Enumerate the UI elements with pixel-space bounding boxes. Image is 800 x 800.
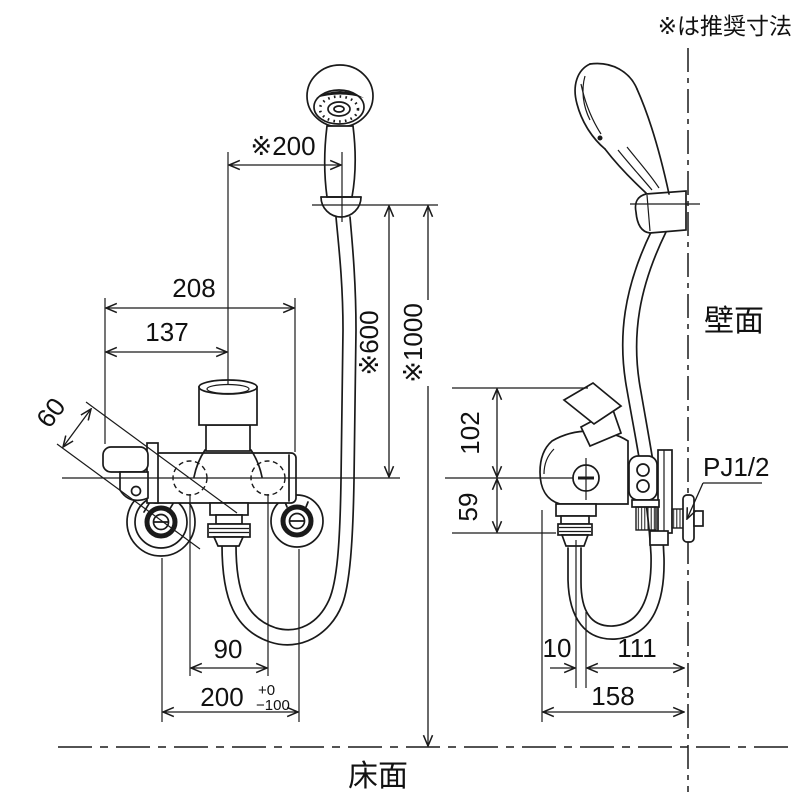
labels: ※は推奨寸法 壁面 床面 xyxy=(348,13,792,793)
dim-pipe-pitch-tol-minus: −100 xyxy=(256,697,290,714)
floor-label: 床面 xyxy=(348,760,408,793)
right-flange xyxy=(270,494,324,548)
dim-above-center: 102 xyxy=(455,411,485,454)
side-shower-holder xyxy=(630,190,700,234)
dim-pipe-pitch-tol-plus: +0 xyxy=(258,682,275,699)
connection-label: PJ1/2 xyxy=(703,452,770,482)
side-faucet-body xyxy=(539,381,629,547)
left-flange xyxy=(126,487,196,557)
dim-hose-offset: 10 xyxy=(543,633,572,663)
dim-height-shower: ※1000 xyxy=(398,303,428,383)
dim-total-depth: 158 xyxy=(591,681,634,711)
wall-mount-hardware xyxy=(628,449,704,546)
dim-height-hook: ※600 xyxy=(354,310,384,375)
dim-handle-diagonal: 60 xyxy=(30,392,71,433)
side-shower-head xyxy=(574,62,670,195)
dimensions: ※200 208 137 ※600 ※1000 60 90 200 +0 −10… xyxy=(30,131,770,746)
front-hose xyxy=(221,216,357,646)
dim-outlet-pitch: 90 xyxy=(214,634,243,664)
note-text: ※は推奨寸法 xyxy=(658,13,792,39)
dim-pipe-pitch: 200 xyxy=(200,682,243,712)
shower-hook xyxy=(320,196,362,218)
reference-lines xyxy=(58,48,792,792)
dim-hook-offset: ※200 xyxy=(250,131,315,161)
side-view xyxy=(539,62,704,640)
dim-width-handle: 137 xyxy=(145,317,188,347)
dim-width-total: 208 xyxy=(172,273,215,303)
wall-label: 壁面 xyxy=(704,305,764,338)
front-view xyxy=(102,64,374,646)
dim-below-center: 59 xyxy=(453,493,483,522)
side-knob xyxy=(562,381,623,426)
dim-wall-to-hose: 111 xyxy=(617,633,657,663)
front-shower-head xyxy=(306,64,374,218)
